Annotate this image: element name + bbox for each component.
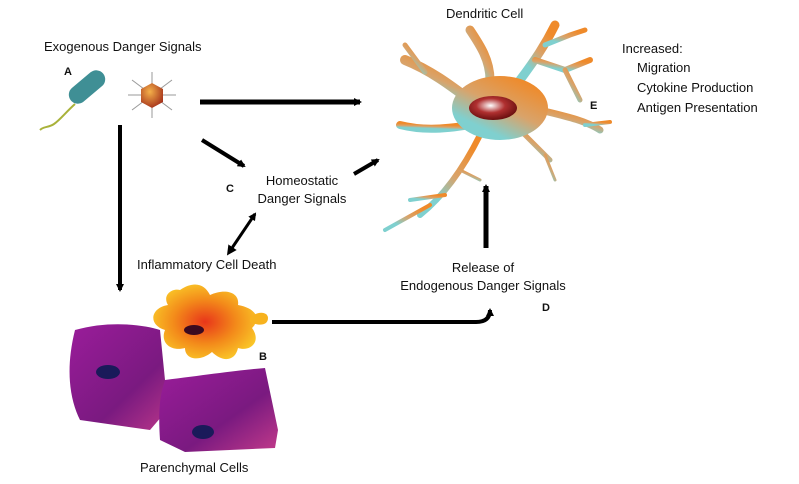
increased-antigen: Antigen Presentation [637,100,758,115]
dendritic-cell-icon [383,20,612,232]
parenchymal-cells-label: Parenchymal Cells [140,460,249,475]
dendritic-cell-label: Dendritic Cell [446,6,524,21]
dying-cell-icon [153,284,268,360]
arrow-inflammatory-homeostatic [226,212,257,256]
release-line2: Endogenous Danger Signals [400,278,566,293]
letter-b: B [259,351,267,363]
virus-icon [128,72,176,118]
homeostatic-line1: Homeostatic [265,173,339,188]
increased-cytokine: Cytokine Production [637,80,754,95]
arrow-exogenous-to-homeostatic [200,138,246,168]
release-line1: Release of [451,260,515,275]
arrow-death-to-release [272,308,494,324]
letter-d: D [542,302,550,314]
increased-title: Increased: [622,41,683,56]
bacterium-icon [39,70,106,131]
letter-a: A [64,66,72,78]
homeostatic-line2: Danger Signals [257,191,347,206]
letter-c: C [226,183,234,195]
parenchymal-cells-icon [69,324,278,452]
dendritic-nucleus-icon [469,96,517,120]
increased-migration: Migration [637,60,691,75]
exogenous-signals-label: Exogenous Danger Signals [44,39,202,54]
arrow-homeostatic-to-dendritic [352,158,380,176]
inflammatory-death-label: Inflammatory Cell Death [137,257,277,272]
letter-e: E [590,100,598,112]
